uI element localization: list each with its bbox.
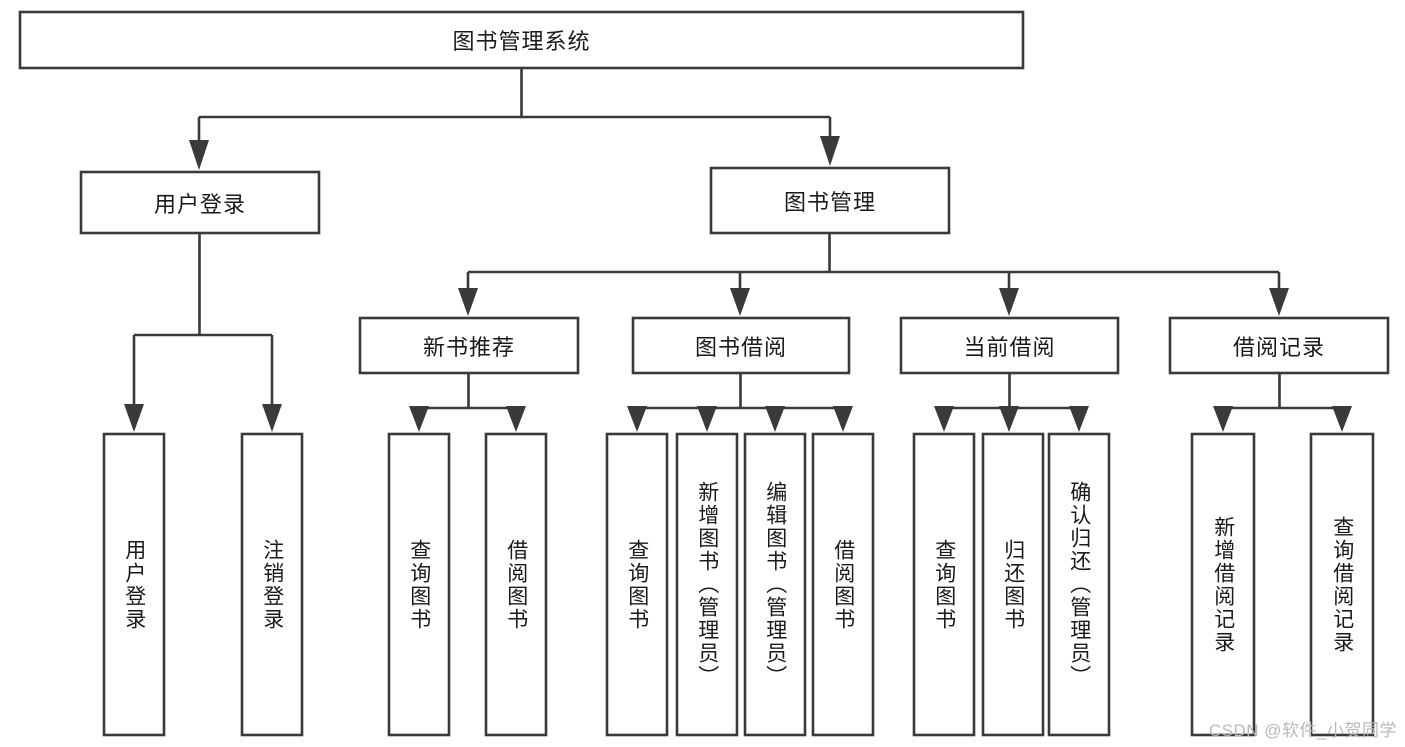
node-box-leaf-return-book[interactable]	[981, 432, 1045, 737]
arrow-head-icon	[1269, 288, 1289, 316]
arrow-head-icon	[730, 288, 750, 316]
node-box-leaf-user-login[interactable]	[102, 432, 166, 737]
leaf-label-borrow-book-2: 借阅图书	[831, 538, 855, 631]
arrow-head-icon	[697, 406, 717, 432]
node-label-new-book-rec: 新书推荐	[422, 334, 515, 360]
arrow-head-icon	[934, 406, 954, 432]
node-label-root: 图书管理系统	[452, 29, 591, 54]
arrow-head-icon	[458, 288, 478, 316]
node-box-leaf-add-book-admin[interactable]	[675, 432, 739, 737]
leaf-label-return-book: 归还图书	[1001, 538, 1025, 631]
leaf-label-add-borrow-record: 新增借阅记录	[1211, 515, 1235, 654]
arrow-head-icon	[189, 140, 209, 170]
node-box-root[interactable]	[18, 10, 1025, 70]
leaf-label-edit-book-admin: 编辑图书（管理员）	[763, 481, 787, 688]
arrow-head-icon	[1213, 406, 1233, 432]
node-label-user-login: 用户登录	[153, 191, 246, 217]
arrow-head-icon	[1332, 406, 1352, 432]
node-box-user-login[interactable]	[79, 170, 321, 235]
arrow-head-icon	[765, 406, 785, 432]
arrow-head-icon	[999, 288, 1019, 316]
leaf-label-query-book-3: 查询图书	[932, 538, 956, 631]
arrow-head-icon	[1069, 406, 1089, 432]
arrow-head-icon	[999, 406, 1019, 432]
arrow-head-icon	[409, 406, 429, 432]
node-box-leaf-confirm-return-admin[interactable]	[1047, 432, 1111, 737]
connector-user-login-to-leaves	[124, 233, 282, 432]
connector-current-borrow-to-leaves	[934, 373, 1089, 432]
node-label-borrow-record: 借阅记录	[1232, 334, 1325, 360]
node-label-book-borrow: 图书借阅	[694, 334, 787, 360]
arrow-head-icon	[820, 136, 840, 166]
node-box-book-manage[interactable]	[709, 166, 951, 235]
connector-new-book-rec-to-leaves	[409, 373, 526, 432]
node-box-leaf-logout[interactable]	[240, 432, 304, 737]
connector-book-borrow-to-leaves	[627, 373, 853, 432]
node-box-leaf-edit-book-admin[interactable]	[743, 432, 807, 737]
connector-book-manage-to-level2	[458, 233, 1289, 316]
arrow-head-icon	[124, 404, 144, 432]
connector-borrow-record-to-leaves	[1213, 373, 1352, 432]
node-box-leaf-query-book-3[interactable]	[912, 432, 976, 737]
leaf-label-borrow-book-1: 借阅图书	[504, 538, 528, 631]
node-box-leaf-borrow-book-1[interactable]	[484, 432, 548, 737]
node-box-borrow-record[interactable]	[1168, 316, 1390, 375]
leaf-label-query-book-1: 查询图书	[407, 538, 431, 631]
leaf-label-query-book-2: 查询图书	[625, 538, 649, 631]
node-label-book-manage: 图书管理	[783, 189, 876, 215]
leaf-label-logout: 注销登录	[260, 538, 284, 631]
leaf-label-add-book-admin: 新增图书（管理员）	[695, 481, 719, 688]
leaf-label-user-login: 用户登录	[122, 538, 146, 631]
leaf-label-confirm-return-admin: 确认归还（管理员）	[1067, 481, 1091, 688]
arrow-head-icon	[262, 404, 282, 432]
arrow-head-icon	[506, 406, 526, 432]
node-box-leaf-query-book-1[interactable]	[387, 432, 451, 737]
node-box-leaf-query-book-2[interactable]	[605, 432, 669, 737]
node-box-current-borrow[interactable]	[899, 316, 1120, 375]
node-box-leaf-borrow-book-2[interactable]	[811, 432, 875, 737]
arrow-head-icon	[627, 406, 647, 432]
arrow-head-icon	[833, 406, 853, 432]
leaf-label-query-borrow-record: 查询借阅记录	[1330, 515, 1354, 654]
node-box-leaf-add-borrow-record[interactable]	[1190, 432, 1256, 737]
node-label-current-borrow: 当前借阅	[963, 334, 1056, 360]
node-box-leaf-query-borrow-record[interactable]	[1309, 432, 1375, 737]
connector-root-to-level1	[189, 68, 840, 170]
node-box-book-borrow[interactable]	[631, 316, 851, 375]
node-box-new-book-rec[interactable]	[358, 316, 580, 375]
